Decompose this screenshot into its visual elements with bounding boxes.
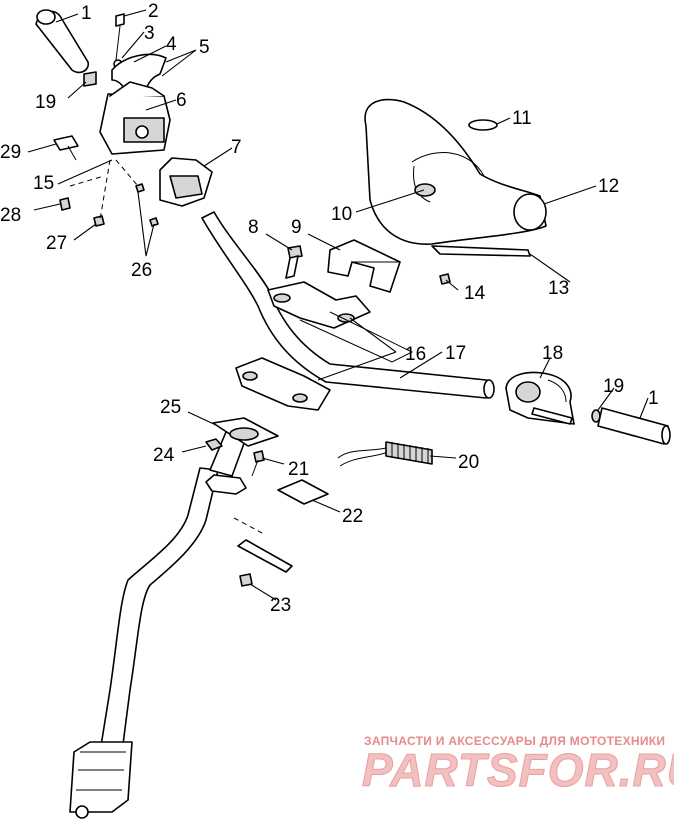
callout-19-right: 19	[603, 376, 624, 397]
callout-25: 25	[160, 397, 181, 418]
pin-23	[233, 517, 293, 587]
callout-9: 9	[291, 217, 302, 238]
callout-20: 20	[458, 452, 479, 473]
throttle-control	[505, 371, 575, 425]
nut-24	[205, 438, 223, 451]
callout-13: 13	[548, 278, 569, 299]
callout-3: 3	[144, 23, 155, 44]
callout-29: 29	[0, 142, 21, 163]
clamp-cover-shade	[299, 311, 414, 363]
post-bushing-clamp	[205, 474, 247, 495]
end-cap-19a	[83, 71, 97, 87]
screw-28	[59, 197, 71, 211]
grip-left	[35, 9, 90, 74]
screw-27	[93, 215, 105, 227]
callout-11: 11	[512, 108, 532, 129]
callout-26: 26	[131, 260, 152, 281]
callout-15: 15	[33, 173, 54, 194]
bolt-21	[251, 450, 265, 477]
upper-post-plate	[212, 417, 279, 447]
callout-5: 5	[199, 37, 210, 58]
handlebar-clamp-upper	[267, 281, 371, 329]
callout-24: 24	[153, 445, 175, 466]
callout-12: 12	[598, 176, 619, 197]
screws-26	[135, 183, 159, 227]
callout-7: 7	[231, 137, 242, 158]
callout-8: 8	[248, 217, 259, 238]
bracket-9	[327, 239, 401, 293]
callout-17: 17	[445, 343, 466, 364]
callout-6: 6	[176, 90, 187, 111]
callout-23: 23	[270, 595, 291, 616]
grip-right	[597, 407, 671, 445]
switch-29	[53, 135, 79, 161]
steering-post	[69, 431, 247, 819]
bolt-8	[285, 245, 303, 279]
callout-27: 27	[46, 233, 67, 254]
callout-18: 18	[542, 343, 563, 364]
callout-28: 28	[0, 205, 21, 226]
bolt-2	[115, 13, 125, 61]
handlebar-hood	[364, 98, 547, 245]
callout-22: 22	[342, 506, 363, 527]
callout-16: 16	[405, 344, 426, 365]
wiring-15b	[69, 175, 105, 187]
hood-trim-13	[431, 245, 531, 257]
master-cylinder-6	[99, 81, 171, 155]
callout-1-left-grip: 1	[81, 3, 92, 24]
handlebar	[201, 211, 495, 399]
hood-decal-11	[468, 119, 498, 131]
bushing-22	[277, 479, 329, 505]
wiring-15	[99, 159, 139, 221]
callout-14: 14	[464, 283, 486, 304]
callout-19-left: 19	[35, 92, 56, 113]
callout-21: 21	[288, 459, 309, 480]
watermark-tagline: ЗАПЧАСТИ И АКСЕССУАРЫ ДЛЯ МОТОТЕХНИКИ	[364, 734, 665, 748]
bracket-7	[159, 157, 213, 207]
callout-2: 2	[148, 1, 159, 22]
watermark-brand: PARTSFOR.RU	[362, 744, 674, 796]
handlebar-clamp-lower	[235, 357, 331, 411]
leader-lines	[27, 9, 649, 601]
harness-20	[337, 441, 433, 467]
callout-4: 4	[166, 34, 177, 55]
callout-1-right-grip: 1	[648, 388, 659, 409]
callout-10: 10	[331, 204, 352, 225]
